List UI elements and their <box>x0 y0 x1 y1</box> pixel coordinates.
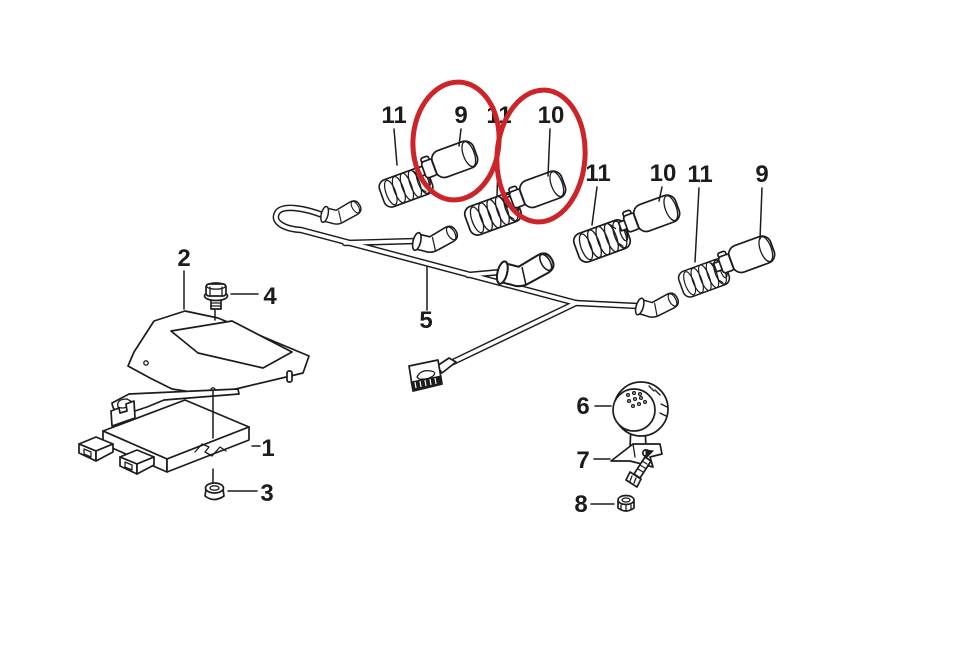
control-module-part <box>78 399 250 475</box>
alarm-speaker-part <box>612 381 669 450</box>
wiring-harness-part <box>272 192 682 392</box>
module-connector-socket-2 <box>119 449 155 475</box>
callout-5: 5 <box>419 307 432 334</box>
highlight-circle-part-10 <box>494 87 588 225</box>
harness-main-connector <box>408 357 457 392</box>
highlight-circle-part-9 <box>410 79 502 203</box>
speaker-bracket-part <box>610 443 663 488</box>
harness-elbow-plug-2 <box>410 216 462 261</box>
callout-10-top: 10 <box>538 102 565 129</box>
callout-labels: 11 9 11 10 11 10 11 9 2 4 1 3 5 6 7 8 <box>177 102 768 518</box>
callout-9-top: 9 <box>454 102 467 129</box>
callout-11-right-a: 11 <box>585 160 610 187</box>
mounting-bracket-part <box>111 310 310 415</box>
callout-1: 1 <box>261 435 274 462</box>
harness-elbow-plug-4 <box>633 283 682 326</box>
callout-11-right-b: 11 <box>687 161 712 188</box>
callout-7: 7 <box>576 447 589 474</box>
callout-10-right: 10 <box>650 160 677 187</box>
callout-6: 6 <box>576 393 589 420</box>
callout-9-right: 9 <box>755 161 768 188</box>
speaker-hole-pattern <box>625 390 648 409</box>
callout-2: 2 <box>177 245 190 272</box>
callout-3: 3 <box>260 480 273 507</box>
bolt-part <box>203 282 229 310</box>
harness-elbow-plug-1 <box>318 192 365 232</box>
module-connector-socket-1 <box>78 436 114 462</box>
callout-11-top-a: 11 <box>381 102 406 129</box>
callout-4: 4 <box>263 283 277 310</box>
speaker-grommet-part <box>617 494 635 512</box>
callout-8: 8 <box>574 491 587 518</box>
module-grommet-part <box>204 482 225 501</box>
